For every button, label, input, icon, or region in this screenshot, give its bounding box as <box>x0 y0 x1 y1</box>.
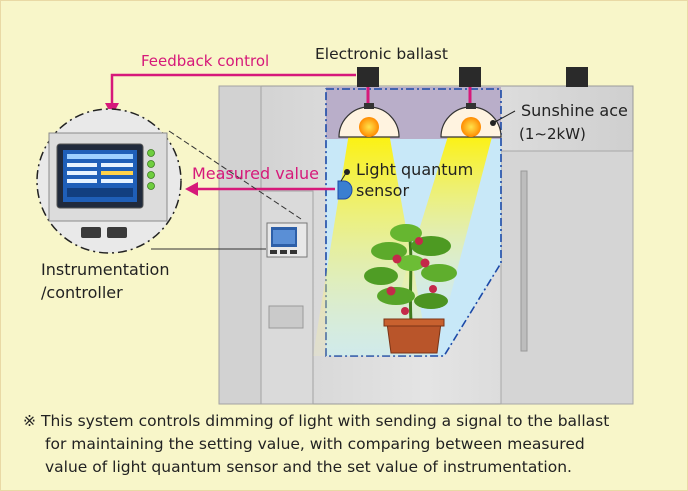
footnote-line-3: value of light quantum sensor and the se… <box>45 458 572 476</box>
sunshine-ace-power-label: (1∼2kW) <box>519 125 586 143</box>
measured-value-label: Measured value <box>192 164 319 183</box>
status-led-4 <box>147 182 155 190</box>
status-led-3 <box>147 171 155 179</box>
ballast-3 <box>566 67 588 87</box>
cabinet-key-1[interactable] <box>270 250 277 254</box>
controller-key-2[interactable] <box>107 227 127 238</box>
light-quantum-sensor-label-1: Light quantum <box>356 160 474 179</box>
lamp-right-bulb <box>461 117 481 137</box>
instrumentation-label-2: /controller <box>41 283 123 302</box>
footnote-line-2: for maintaining the setting value, with … <box>45 435 585 453</box>
lower-vent <box>268 305 304 329</box>
controller-screen-content <box>67 154 133 197</box>
status-led-2 <box>147 160 155 168</box>
footnote: ※ This system controls dimming of light w… <box>23 410 673 479</box>
cabinet-key-3[interactable] <box>290 250 297 254</box>
cabinet-screen-display <box>273 230 295 244</box>
cabinet-key-2[interactable] <box>280 250 287 254</box>
light-quantum-sensor <box>337 180 353 200</box>
left-side-panel <box>218 85 262 405</box>
instrumentation-label-1: Instrumentation <box>41 260 170 279</box>
status-led-1 <box>147 149 155 157</box>
ballast-1 <box>357 67 379 87</box>
door-handle[interactable] <box>520 170 528 352</box>
measured-arrow-head <box>185 182 198 196</box>
footnote-mark: ※ <box>23 412 36 430</box>
electronic-ballast-label: Electronic ballast <box>315 45 448 63</box>
footnote-line-1: This system controls dimming of light wi… <box>41 412 610 430</box>
ballast-2 <box>459 67 481 87</box>
lamp-left-bulb <box>359 117 379 137</box>
feedback-control-label: Feedback control <box>141 52 270 70</box>
controller-key-1[interactable] <box>81 227 101 238</box>
sunshine-ace-label: Sunshine ace <box>521 101 628 120</box>
feedback-control-arrow <box>110 73 356 105</box>
plant-pot <box>386 322 442 354</box>
light-quantum-sensor-label-2: sensor <box>356 181 410 200</box>
lamp-leader-dot <box>490 120 496 126</box>
lamp-right-cap <box>466 103 476 109</box>
plant-pot-rim <box>383 318 445 327</box>
lamp-left-cap <box>364 103 374 109</box>
lamp-leader <box>492 110 516 124</box>
tomato-plant <box>364 224 457 322</box>
sensor-leader-dot <box>344 169 350 175</box>
